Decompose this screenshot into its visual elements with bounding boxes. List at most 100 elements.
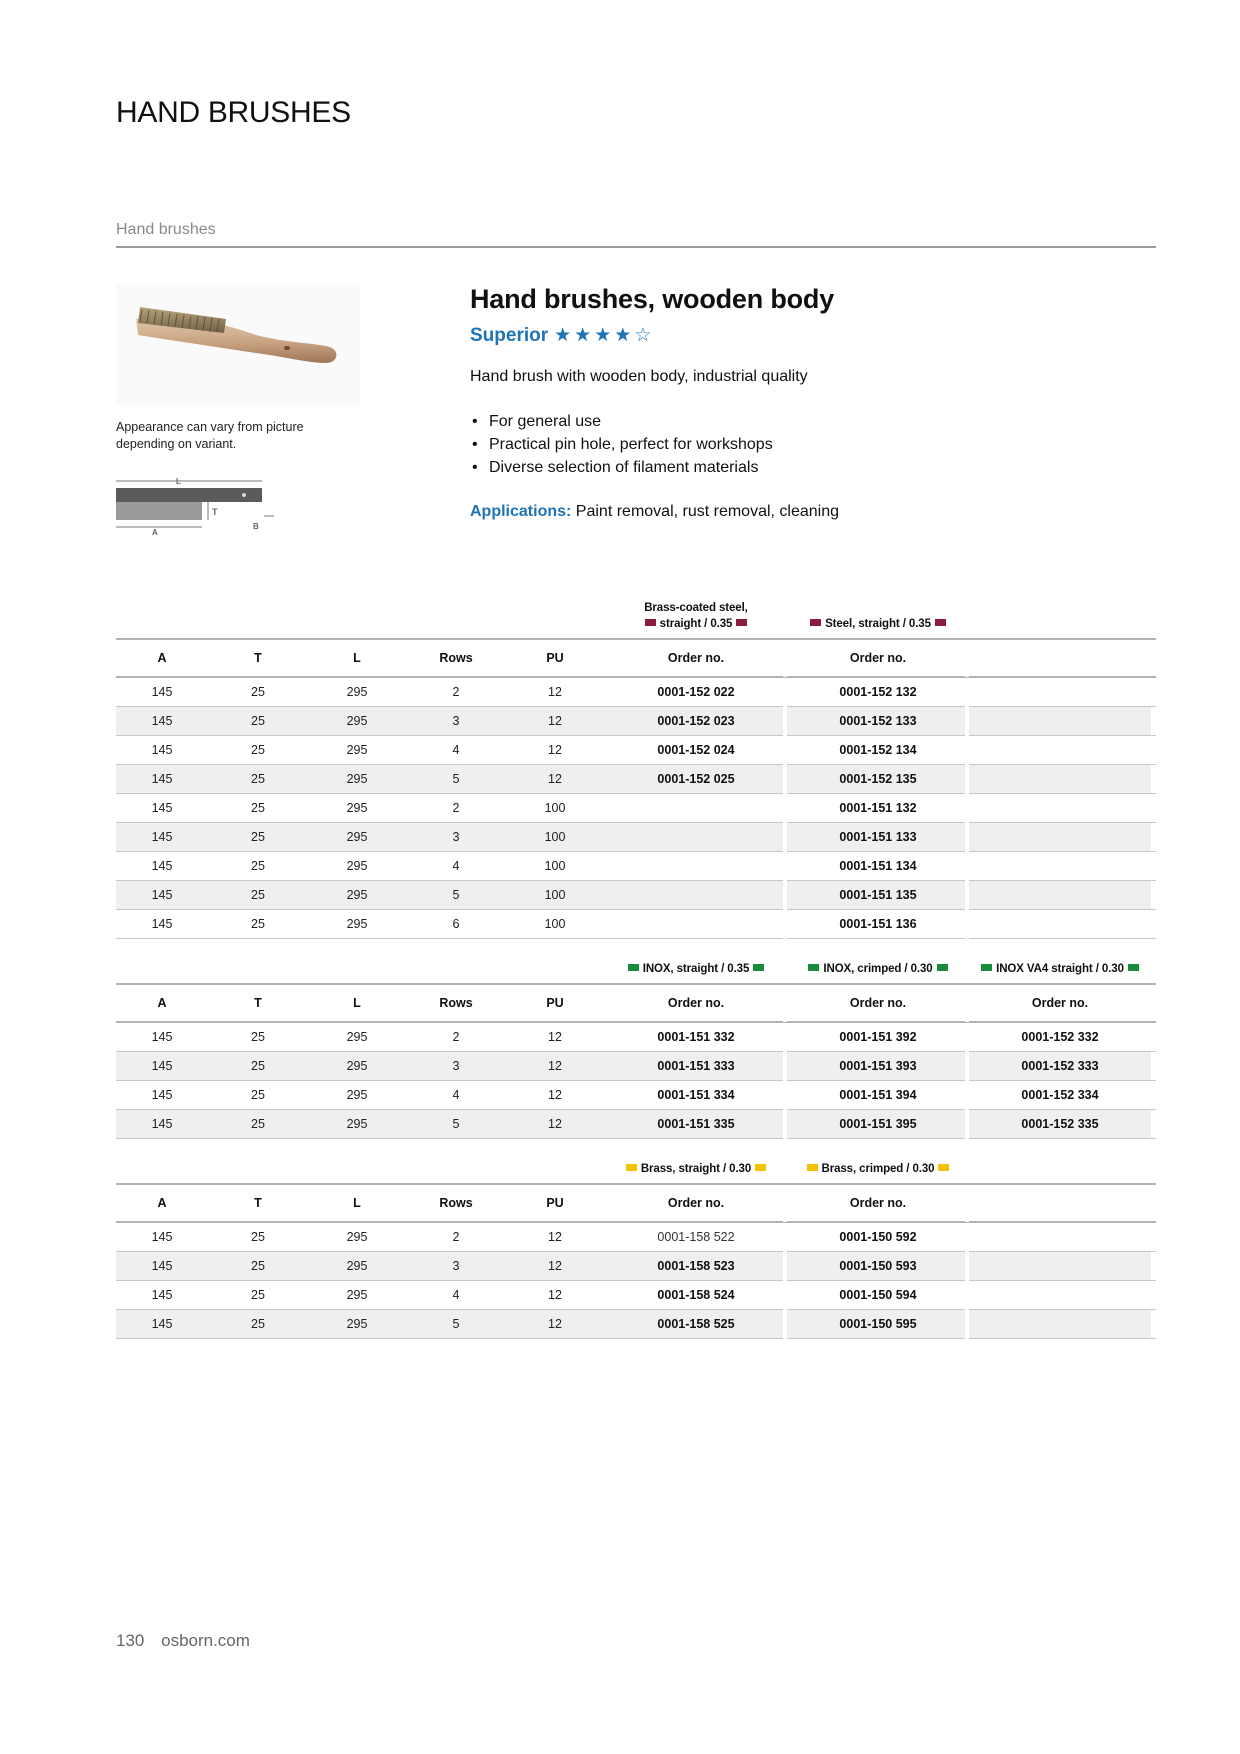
cell-a: 145 [151,743,173,757]
cell-l: 295 [346,917,368,931]
cell-pu: 100 [544,888,566,902]
column-gap [965,765,969,794]
column-header-t: T [254,1196,262,1210]
feature-item: Practical pin hole, perfect for workshop… [470,433,1130,456]
row-shading [969,1310,1151,1338]
row-shading [605,707,787,735]
order-number: 0001-152 025 [657,772,735,786]
row-shading [116,1310,605,1338]
material-text: Steel, straight / 0.35 [825,618,931,630]
color-swatch-icon [627,964,639,971]
column-gap [783,881,787,910]
order-number: 0001-151 332 [657,1030,735,1044]
cell-a: 145 [151,685,173,699]
cell-a: 145 [151,1259,173,1273]
cell-l: 295 [346,1230,368,1244]
cell-t: 25 [251,1030,265,1044]
rating-stars: ★★★★☆ [554,326,654,346]
cell-l: 295 [346,859,368,873]
diagram-label-t: T [212,507,218,517]
column-gap [783,1023,787,1052]
column-gap [783,985,787,1022]
cell-t: 25 [251,714,265,728]
column-gap [965,736,969,765]
cell-l: 295 [346,801,368,815]
cell-t: 25 [251,1230,265,1244]
cell-rows: 3 [452,714,460,728]
column-gap [783,707,787,736]
color-swatch-icon [644,619,656,626]
material-label: INOX VA4 straight / 0.30 [969,961,1151,977]
cell-rows: 2 [452,685,460,699]
row-shading [969,765,1151,793]
cell-a: 145 [151,859,173,873]
cell-t: 25 [251,1288,265,1302]
column-header-order-no: Order no. [667,651,725,665]
cell-pu: 100 [544,830,566,844]
column-gap [783,1252,787,1281]
cell-pu: 12 [548,1030,562,1044]
column-gap [965,1223,969,1252]
column-gap [783,736,787,765]
column-header-order-no: Order no. [1031,996,1089,1010]
cell-t: 25 [251,772,265,786]
material-label: Steel, straight / 0.35 [787,616,969,632]
column-header-rows: Rows [439,651,473,665]
material-spec: straight / 0.35 [605,616,787,632]
color-swatch-icon [938,1164,950,1171]
cell-rows: 5 [452,1317,460,1331]
color-swatch-icon [1127,964,1139,971]
column-gap [783,1081,787,1110]
order-number: 0001-158 523 [657,1259,735,1273]
cell-t: 25 [251,1117,265,1131]
order-number: 0001-152 335 [1021,1117,1099,1131]
cell-a: 145 [151,1288,173,1302]
feature-item: For general use [470,410,1130,433]
order-number: 0001-152 132 [839,685,917,699]
cell-pu: 12 [548,685,562,699]
order-number: 0001-151 393 [839,1059,917,1073]
column-gap [965,1310,969,1339]
cell-t: 25 [251,917,265,931]
row-shading [116,1110,605,1138]
row-shading [787,1252,969,1280]
order-number: 0001-152 024 [657,743,735,757]
column-gap [783,910,787,939]
material-text: INOX, straight / 0.35 [642,963,750,975]
row-shading [787,765,969,793]
cell-t: 25 [251,1059,265,1073]
cell-pu: 12 [548,1088,562,1102]
material-name: Brass-coated steel, [644,602,748,614]
cell-rows: 4 [452,743,460,757]
column-gap [783,1223,787,1252]
row-shading [605,823,787,851]
column-gap [965,985,969,1022]
cell-pu: 12 [548,1259,562,1273]
material-label: Brass-coated steel, straight / 0.35 [605,600,787,632]
row-shading [787,1110,969,1138]
section-divider [116,246,1156,248]
page-title: HAND BRUSHES [116,96,351,129]
row-shading [116,1252,605,1280]
cell-rows: 2 [452,1230,460,1244]
material-text: Brass, straight / 0.30 [640,1163,752,1175]
cell-rows: 4 [452,1288,460,1302]
applications-text: Paint removal, rust removal, cleaning [575,503,840,520]
order-number: 0001-151 392 [839,1030,917,1044]
row-shading [116,765,605,793]
order-number: 0001-158 525 [657,1317,735,1331]
column-header-a: A [157,996,167,1010]
cell-a: 145 [151,917,173,931]
image-caption: Appearance can vary from picture dependi… [116,420,304,451]
